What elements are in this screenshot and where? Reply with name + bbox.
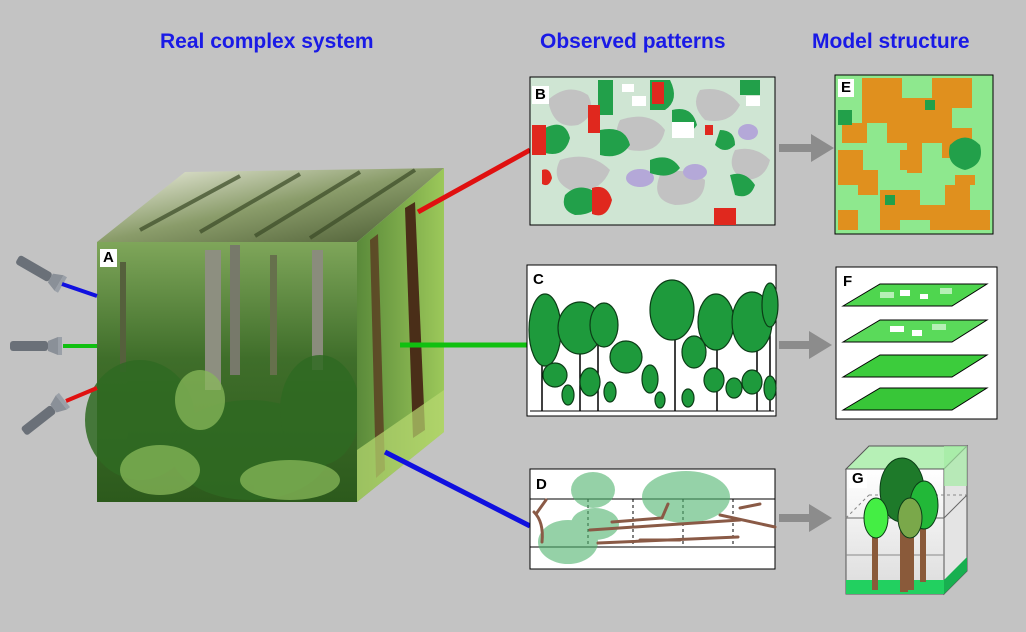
arrow-icon	[779, 331, 832, 359]
forest-trunks	[120, 245, 323, 390]
link-line-blue	[383, 449, 532, 529]
panel-d-deadwood-pattern	[529, 468, 777, 570]
panel-e-grid-model	[834, 74, 994, 235]
heading-model-structure: Model structure	[812, 30, 970, 53]
flashlight-icon	[21, 392, 71, 435]
arrow-icon	[779, 134, 834, 162]
flashlight-icon	[16, 255, 68, 293]
panel-label-g: G	[849, 470, 867, 488]
sensor-flashlights	[10, 255, 98, 435]
heading-real-complex-system: Real complex system	[160, 30, 374, 53]
panel-label-a: A	[100, 249, 117, 267]
link-line-red	[416, 147, 532, 215]
panel-label-f: F	[840, 273, 856, 291]
forest-cube	[85, 168, 444, 502]
panel-g-stand-model	[844, 444, 969, 596]
panel-label-c: C	[530, 271, 547, 289]
heading-observed-patterns: Observed patterns	[540, 30, 726, 53]
panel-b-spatial-pattern	[529, 76, 776, 226]
arrow-icon	[779, 504, 832, 532]
panel-f-layer-model	[835, 266, 998, 420]
panel-label-b: B	[532, 86, 549, 104]
panel-c-canopy-profile	[526, 264, 779, 417]
panel-label-d: D	[533, 476, 550, 494]
panel-label-e: E	[838, 79, 855, 97]
cube-top-face	[97, 168, 444, 242]
flashlight-icon	[10, 337, 62, 355]
